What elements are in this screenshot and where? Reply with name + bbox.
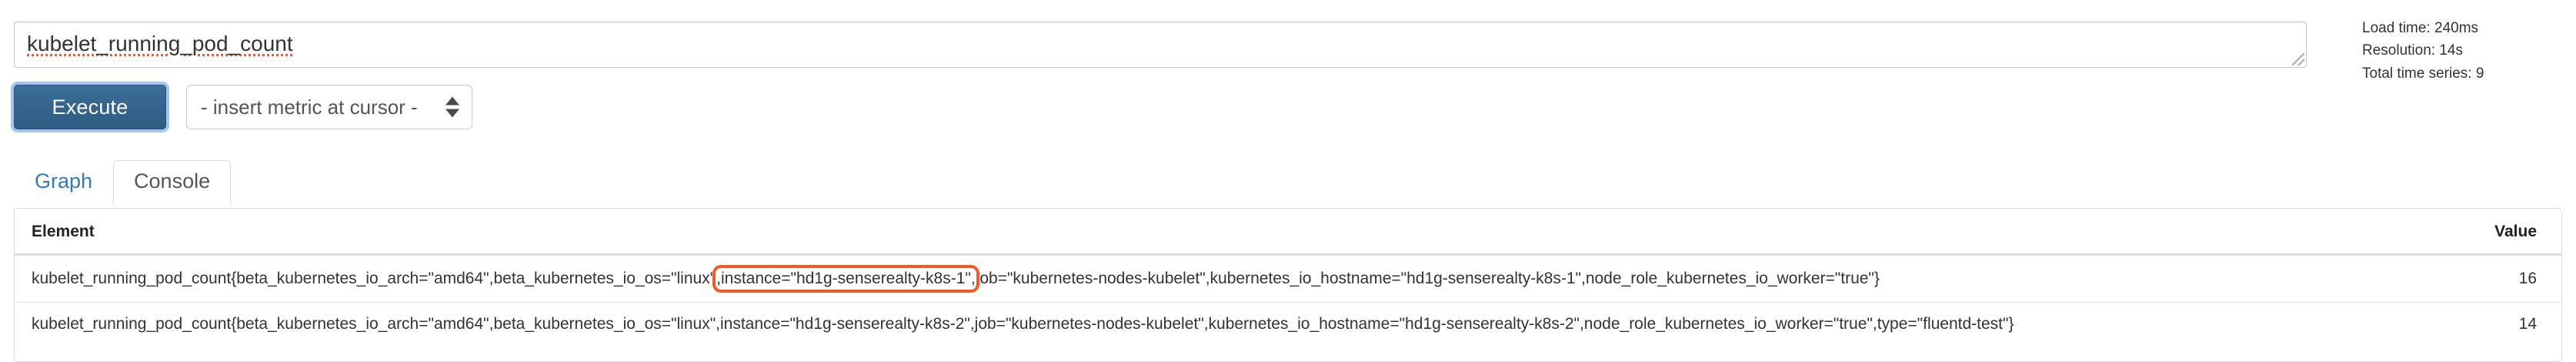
metric-suffix: job="kubernetes-nodes-kubelet",kubernete… [976,270,1880,287]
metric-prefix: kubelet_running_pod_count{beta_kubernete… [32,270,716,287]
metric-series-2: kubelet_running_pod_count{beta_kubernete… [32,315,2014,334]
tab-console[interactable]: Console [113,160,232,204]
expression-input[interactable]: kubelet_running_pod_count [14,22,2307,68]
instance-label-highlight: ,instance="hd1g-senserealty-k8s-1", [716,268,976,290]
metric-prefix: kubelet_running_pod_count{beta_kubernete… [32,315,2014,333]
prometheus-expression-browser: kubelet_running_pod_count Load time: 240… [14,17,2562,362]
resolution-stat: Resolution: 14s [2362,42,2463,59]
query-controls: Execute - insert metric at cursor - [14,85,472,132]
metric-element-cell: kubelet_running_pod_count{beta_kubernete… [15,255,2374,303]
column-header-element: Element [15,209,2374,256]
tab-graph[interactable]: Graph [35,169,93,193]
table-header-row: Element Value [15,209,2561,256]
chevron-updown-icon[interactable] [445,96,459,118]
table-row[interactable]: kubelet_running_pod_count{beta_kubernete… [15,255,2561,303]
results-table-body: kubelet_running_pod_count{beta_kubernete… [15,255,2561,346]
textarea-resize-handle[interactable] [2292,53,2304,65]
column-header-value: Value [2374,209,2561,256]
table-row[interactable]: kubelet_running_pod_count{beta_kubernete… [15,302,2561,346]
console-results-panel: Element Value kubelet_running_pod_count{… [14,208,2562,362]
expression-input-wrapper: kubelet_running_pod_count [14,22,2307,68]
metric-value-cell: 16 [2518,270,2537,287]
result-tabs: Graph Console [14,160,232,204]
metric-series-1: kubelet_running_pod_count{beta_kubernete… [32,268,1880,290]
insert-metric-select[interactable]: - insert metric at cursor - [186,85,472,129]
expression-text: kubelet_running_pod_count [27,32,293,55]
total-time-series-stat: Total time series: 9 [2362,65,2484,82]
metric-value-cell: 14 [2374,302,2561,346]
metric-element-cell: kubelet_running_pod_count{beta_kubernete… [15,302,2374,346]
results-table: Element Value kubelet_running_pod_count{… [15,209,2561,346]
query-stats: Load time: 240ms Resolution: 14s Total t… [2362,17,2562,85]
load-time-stat: Load time: 240ms [2362,20,2479,36]
insert-metric-select-value: - insert metric at cursor - [201,95,418,119]
execute-button[interactable]: Execute [14,85,166,129]
